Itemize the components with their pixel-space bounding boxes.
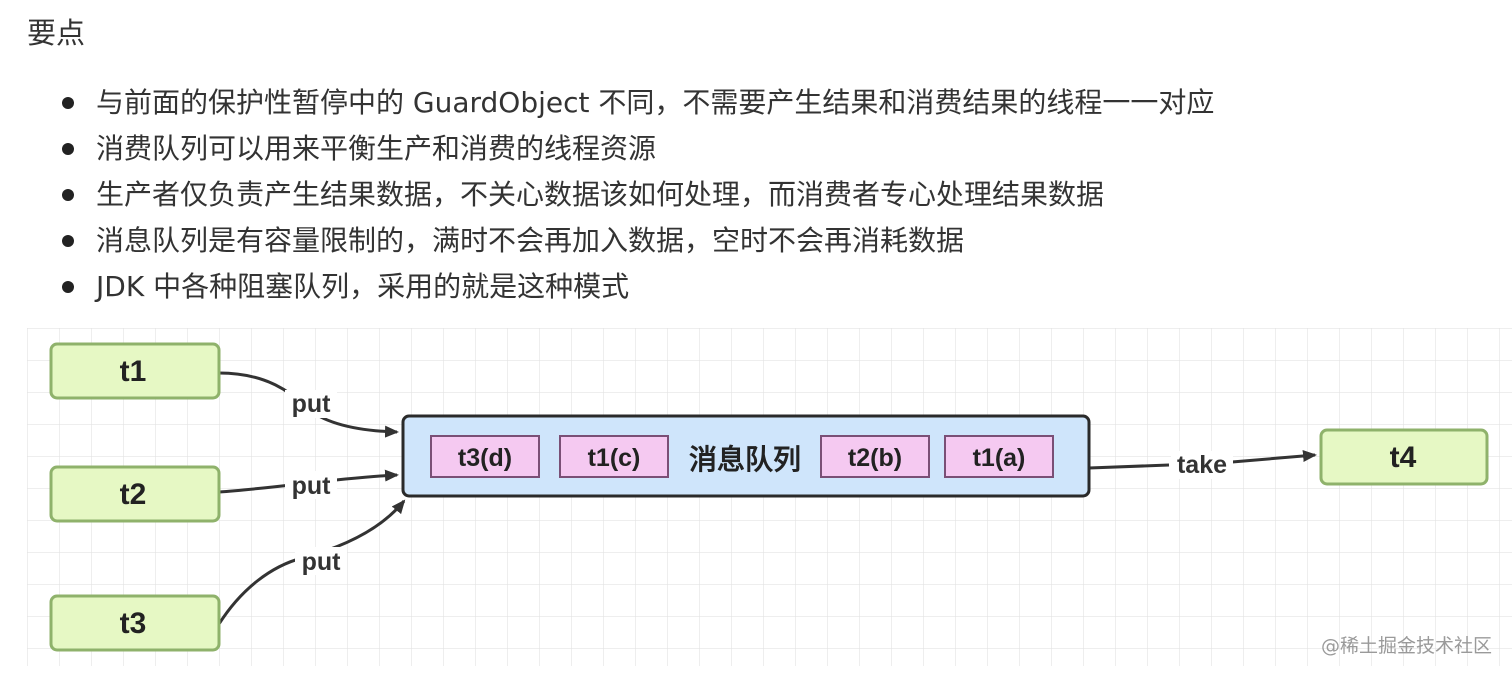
take-arrow <box>1088 455 1315 470</box>
thread-node-t2: t2 <box>49 465 221 523</box>
producer-consumer-diagram: t1 t2 t3 t4 t3(d) t1(c) 消息队列 t2(b) t1(a) <box>27 328 1512 666</box>
bullet-dot-icon <box>62 281 74 293</box>
bullet-item: 与前面的保护性暂停中的 GuardObject 不同，不需要产生结果和消费结果的… <box>50 80 1214 126</box>
put-label-t1: put <box>292 390 332 418</box>
take-label: take <box>1177 451 1227 479</box>
bullet-text: 与前面的保护性暂停中的 GuardObject 不同，不需要产生结果和消费结果的… <box>96 86 1215 119</box>
queue-item-box <box>559 435 669 478</box>
thread-label: t1 <box>120 355 147 388</box>
bullet-dot-icon <box>62 143 74 155</box>
bullet-dot-icon <box>62 189 74 201</box>
bullet-text: 消费队列可以用来平衡生产和消费的线程资源 <box>96 132 657 165</box>
message-queue: t3(d) t1(c) 消息队列 t2(b) t1(a) <box>401 414 1091 498</box>
bullet-list: 与前面的保护性暂停中的 GuardObject 不同，不需要产生结果和消费结果的… <box>50 80 1214 310</box>
bullet-item: 消费队列可以用来平衡生产和消费的线程资源 <box>50 126 1214 172</box>
bullet-text: 消息队列是有容量限制的，满时不会再加入数据，空时不会再消耗数据 <box>96 224 965 257</box>
thread-node-t4: t4 <box>1319 428 1489 486</box>
thread-label: t2 <box>120 478 147 511</box>
queue-item-label: t1(a) <box>973 444 1026 472</box>
queue-item-label: t3(d) <box>458 444 512 472</box>
queue-label: 消息队列 <box>689 443 801 476</box>
queue-item-box <box>944 435 1054 478</box>
bullet-item: 生产者仅负责产生结果数据，不关心数据该如何处理，而消费者专心处理结果数据 <box>50 172 1214 218</box>
bullet-item: 消息队列是有容量限制的，满时不会再加入数据，空时不会再消耗数据 <box>50 218 1214 264</box>
source-watermark: @稀土掘金技术社区 <box>1320 635 1492 657</box>
bullet-item: JDK 中各种阻塞队列，采用的就是这种模式 <box>50 264 1214 310</box>
bullet-text: 生产者仅负责产生结果数据，不关心数据该如何处理，而消费者专心处理结果数据 <box>96 178 1105 211</box>
thread-node-t3: t3 <box>49 594 221 652</box>
put-label-t2: put <box>292 472 332 500</box>
section-heading: 要点 <box>27 16 86 50</box>
thread-label: t4 <box>1390 441 1417 474</box>
bullet-dot-icon <box>62 97 74 109</box>
queue-item-label: t2(b) <box>848 444 902 472</box>
thread-node-t1: t1 <box>49 342 221 400</box>
queue-item-box <box>430 435 540 478</box>
diagram-canvas: t1 t2 t3 t4 t3(d) t1(c) 消息队列 t2(b) t1(a) <box>27 328 1512 666</box>
queue-item-box <box>820 435 930 478</box>
queue-item-label: t1(c) <box>588 444 641 472</box>
bullet-text: JDK 中各种阻塞队列，采用的就是这种模式 <box>96 270 630 303</box>
put-label-t3: put <box>302 548 342 576</box>
thread-label: t3 <box>120 607 147 640</box>
bullet-dot-icon <box>62 235 74 247</box>
